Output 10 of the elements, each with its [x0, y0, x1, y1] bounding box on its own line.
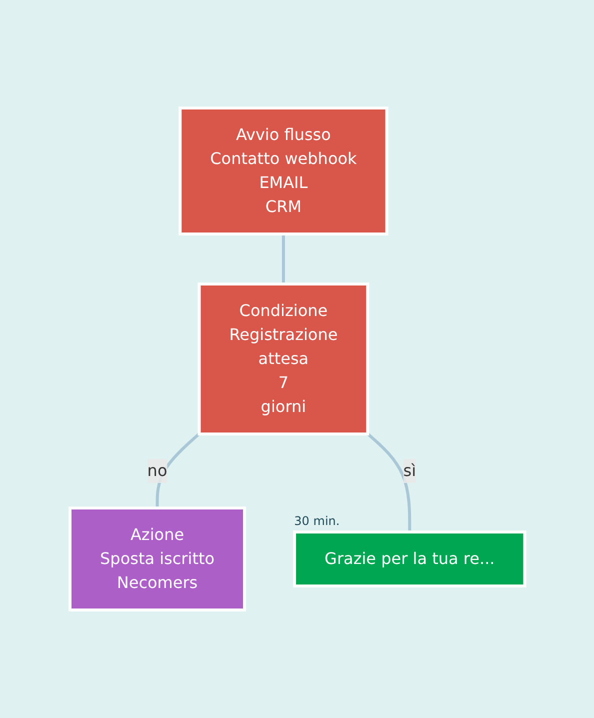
edge-label: no — [146, 461, 167, 480]
delay-label: 30 min. — [294, 514, 340, 528]
connector — [155, 432, 200, 508]
node-box: Condizione Registrazione attesa 7 giorni — [197, 282, 369, 436]
connector — [366, 432, 411, 532]
edge-label: sì — [402, 461, 416, 480]
connector — [282, 234, 285, 284]
node-box: Azione Sposta iscritto Necomers — [68, 506, 246, 612]
node-box: Grazie per la tua re... — [292, 530, 526, 588]
node-box: Avvio flusso Contatto webhook EMAIL CRM — [178, 106, 388, 236]
